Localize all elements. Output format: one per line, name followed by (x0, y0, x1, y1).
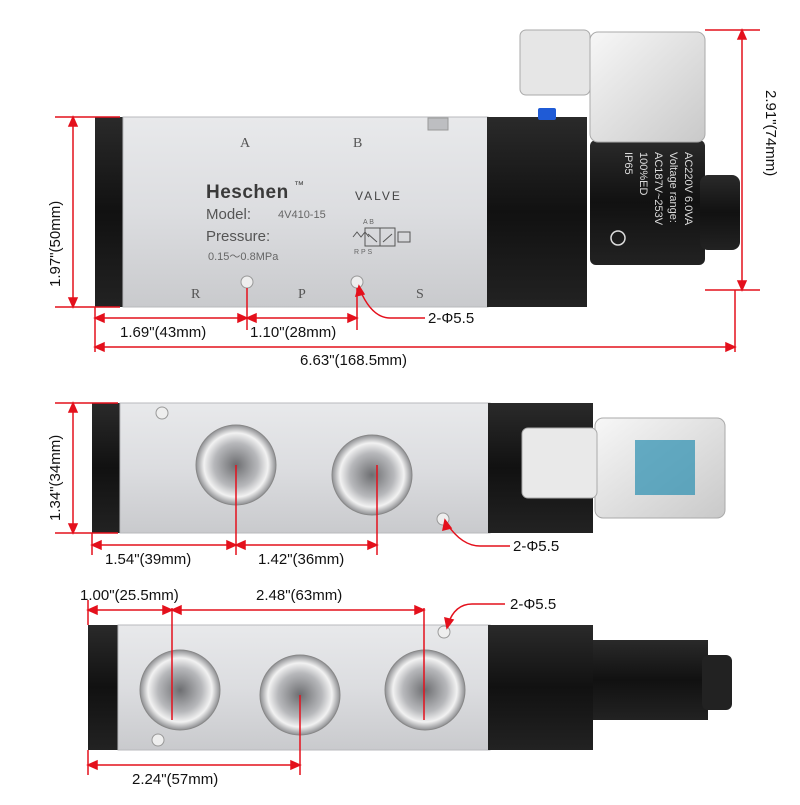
side-left-endcap (92, 403, 122, 533)
bottom-dimension-lower: 2.24"(57mm) (132, 771, 219, 788)
valve-symbol-bottom-label: R P S (354, 249, 373, 256)
port-label-b: B (353, 136, 363, 151)
bottom-hole-bottom (151, 733, 165, 747)
front-coil-housing (590, 140, 705, 265)
port-label-a: A (240, 136, 251, 151)
coil-rating-2: Voltage range: (667, 152, 679, 223)
side-coil-pcb (635, 440, 695, 495)
port-label-s: S (416, 287, 424, 302)
front-coil-cap (519, 29, 591, 96)
bottom-dimension-top-left: 1.00"(25.5mm) (80, 587, 179, 604)
front-blue-button (538, 108, 556, 120)
brand-name: Heschen (206, 182, 289, 203)
coil-rating-4: 100%ED (637, 152, 649, 196)
side-port-2 (331, 434, 413, 516)
front-hole-left (240, 275, 254, 289)
bottom-gland (702, 655, 732, 710)
side-coil-cap (521, 427, 598, 499)
bottom-left-endcap (88, 625, 120, 750)
port-label-r: R (191, 287, 201, 302)
port-label-p: P (298, 287, 306, 302)
bottom-view (88, 624, 732, 751)
bottom-hole-callout: 2-Φ5.5 (510, 596, 557, 613)
front-left-endcap (95, 117, 125, 307)
front-dimension-mid: 1.10"(28mm) (250, 324, 337, 341)
bottom-port-3 (384, 649, 466, 731)
front-coil-connector (589, 31, 706, 143)
front-hole-callout: 2-Φ5.5 (428, 310, 475, 327)
front-view (95, 29, 740, 308)
front-coil-height-dimension: 2.91"(74mm) (762, 90, 779, 177)
side-valve-body (119, 402, 491, 534)
ce-mark-icon (610, 230, 626, 246)
side-hole-top (155, 406, 169, 420)
front-dimension-left: 1.69"(43mm) (120, 324, 207, 341)
front-height-dimension: 1.97"(50mm) (47, 200, 64, 287)
bottom-hole-top (437, 625, 451, 639)
front-total-length: 6.63"(168.5mm) (300, 352, 408, 369)
bottom-right-endcap (488, 625, 593, 750)
model-label: Model: (206, 206, 252, 223)
coil-rating-5: IP65 (622, 152, 634, 175)
front-hole-right (350, 275, 364, 289)
front-top-screw (427, 117, 449, 131)
brand-suffix: VALVE (355, 189, 402, 203)
side-height-dimension: 1.34"(34mm) (47, 434, 64, 521)
front-right-endcap (487, 117, 587, 307)
pressure-value: 0.15～0.8MPa (208, 251, 279, 263)
bottom-port-1 (139, 649, 221, 731)
brand-trademark: ™ (294, 180, 304, 191)
front-gland (700, 175, 740, 250)
side-dimension-left: 1.54"(39mm) (105, 551, 192, 568)
valve-symbol-top-label: A B (363, 219, 374, 226)
side-view (92, 402, 726, 534)
model-value: 4V410-15 (278, 209, 326, 221)
bottom-dimension-top-right: 2.48"(63mm) (256, 587, 343, 604)
coil-rating-3: AC187V~253V (652, 152, 664, 226)
bottom-coil-housing (593, 640, 708, 720)
side-dimension-mid: 1.42"(36mm) (258, 551, 345, 568)
pressure-label: Pressure: (206, 228, 271, 245)
coil-rating-1: AC220V 6.0VA (682, 152, 694, 226)
valve-symbol (352, 227, 411, 247)
dimension-lines (55, 28, 760, 775)
front-valve-body (122, 116, 489, 308)
side-hole-callout: 2-Φ5.5 (513, 538, 560, 555)
